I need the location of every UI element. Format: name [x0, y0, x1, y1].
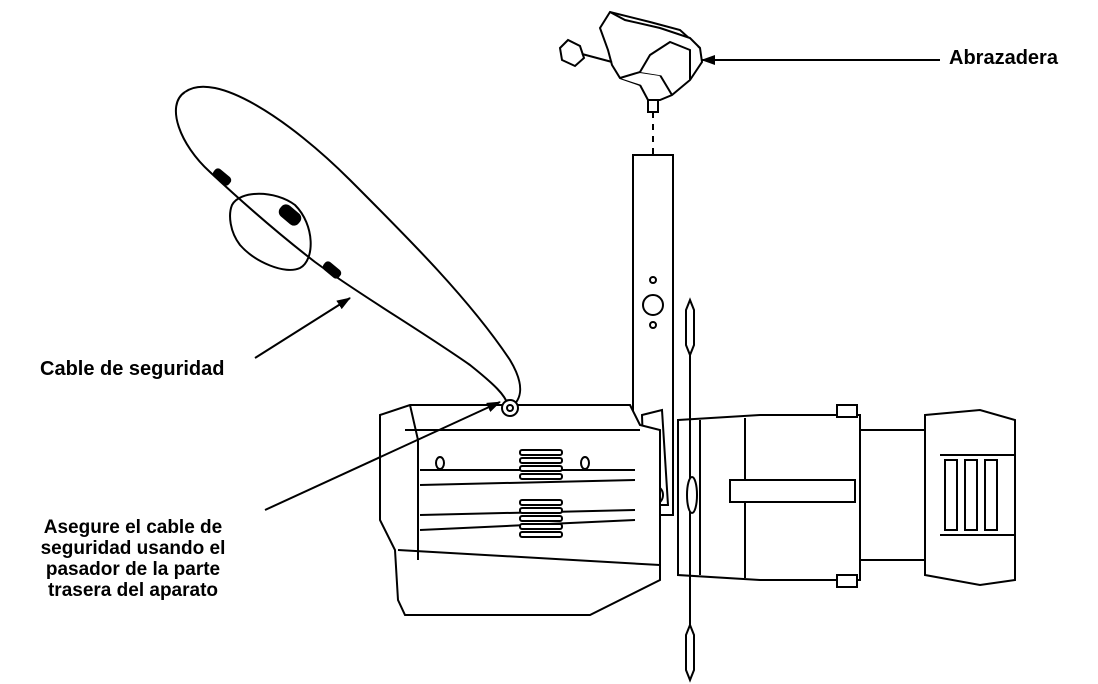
callout-arrows — [254, 55, 940, 511]
fixture-body — [379, 399, 661, 616]
secure-instruction-label: Asegure el cable de seguridad usando el … — [6, 517, 260, 601]
secure-instruction-line: trasera del aparato — [47, 580, 219, 601]
shutter-handles — [685, 297, 698, 683]
safety-cable-arrow — [254, 297, 351, 359]
rear-pin-arrow — [264, 401, 501, 511]
secure-instruction-line: Asegure el cable de — [43, 517, 223, 538]
secure-instruction-line: seguridad usando el — [40, 538, 226, 559]
cable-crimps — [212, 168, 342, 279]
lens-tube — [677, 404, 1016, 588]
safety-cable-label: Cable de seguridad — [40, 358, 225, 380]
vent-slots — [519, 449, 563, 538]
clamp-illustration — [558, 10, 704, 113]
secure-instruction-line: pasador de la parte — [45, 559, 221, 580]
safety-cable — [175, 85, 522, 409]
clamp-label: Abrazadera — [949, 47, 1058, 69]
